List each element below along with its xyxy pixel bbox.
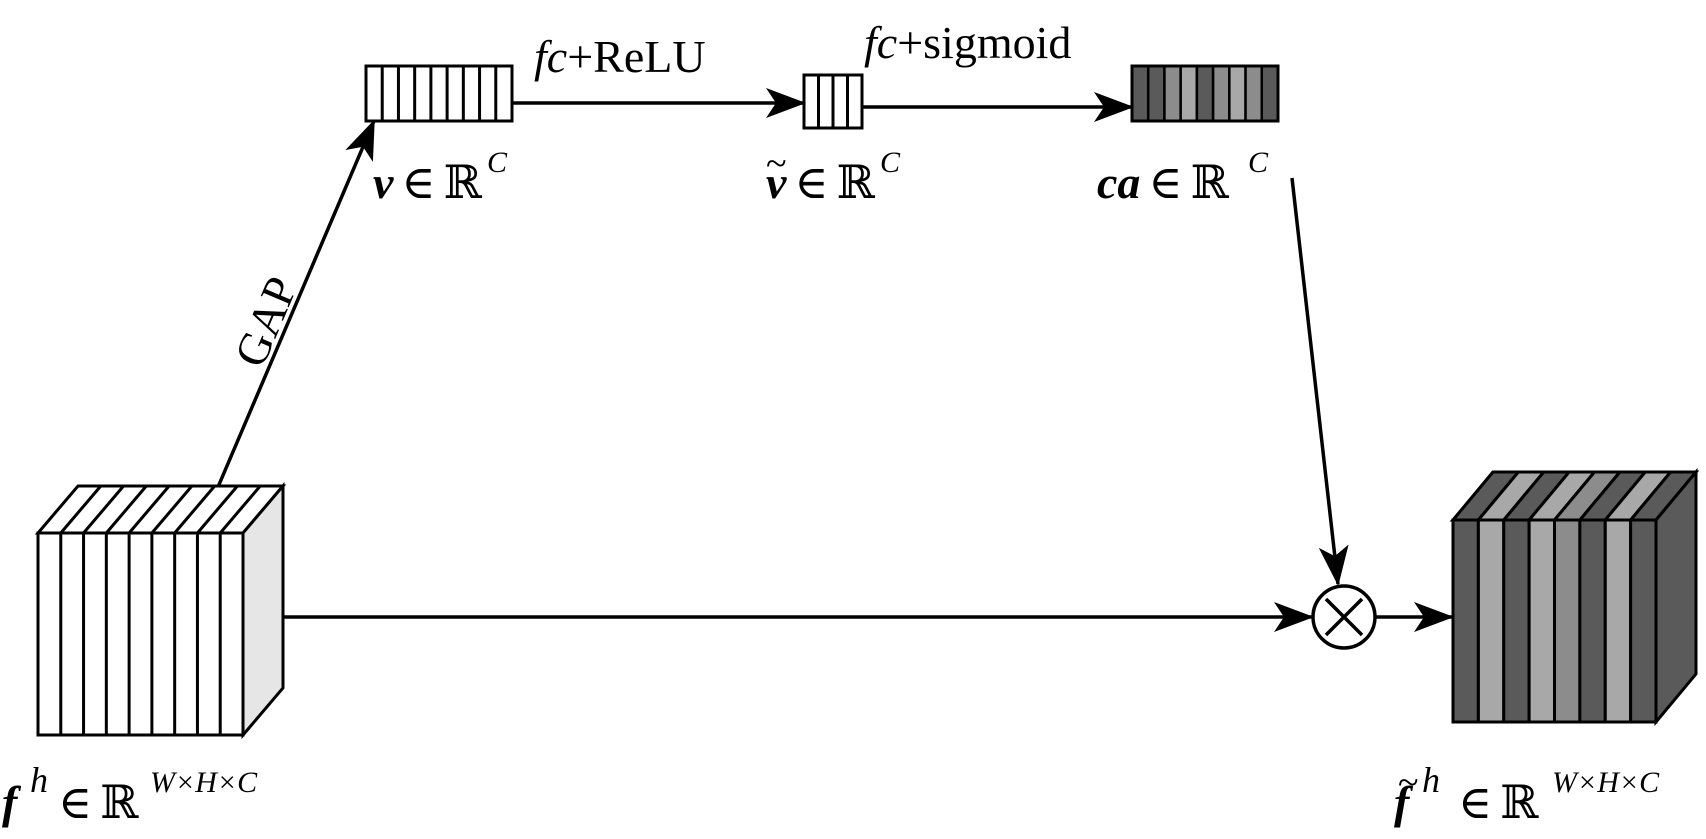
svg-text:~: ~ (1398, 762, 1419, 804)
svg-text:∈ℝ: ∈ℝ (58, 777, 139, 828)
vector-v-bar (364, 64, 514, 123)
v-formula: v∈ℝ C (373, 146, 508, 208)
multiply-node (1311, 584, 1377, 650)
fc-sigmoid-label: fc+sigmoid (864, 17, 1071, 68)
input-cube-top (34, 484, 287, 535)
vector-ca-bar (1130, 64, 1280, 123)
svg-text:C: C (1248, 146, 1269, 179)
v-tilde-formula: ~ v∈ℝ C (766, 143, 901, 208)
svg-text:ca∈ℝ: ca∈ℝ (1097, 157, 1229, 208)
svg-text:W×H×C: W×H×C (150, 766, 258, 799)
ca-to-multiply-arrow (1290, 177, 1349, 586)
svg-text:C: C (880, 146, 901, 179)
input-formula: f h ∈ℝ W×H×C (2, 760, 258, 828)
svg-text:C: C (487, 146, 508, 179)
input-cube-front (36, 531, 245, 737)
svg-text:f: f (1394, 777, 1414, 828)
input-feature-cube (34, 481, 287, 740)
output-cube-top-stripes (1449, 470, 1700, 522)
svg-text:∈ℝ: ∈ℝ (1458, 777, 1539, 828)
vector-v-tilde-bar (802, 73, 864, 130)
output-cube-front-stripes (1451, 518, 1658, 724)
svg-text:v∈ℝ: v∈ℝ (373, 157, 482, 208)
fc-relu-label: fc+ReLU (534, 31, 706, 82)
svg-text:h: h (30, 760, 48, 800)
input-cube-front-stripes (59, 533, 222, 735)
output-feature-cube (1449, 467, 1700, 727)
gap-arrow (216, 119, 376, 488)
svg-text:f: f (2, 777, 22, 828)
ca-formula: ca∈ℝ C (1097, 146, 1269, 208)
svg-text:~: ~ (766, 143, 787, 185)
gap-label: GAP (224, 269, 307, 374)
input-cube-top-stripes (59, 485, 262, 534)
svg-text:W×H×C: W×H×C (1552, 766, 1660, 799)
output-formula: ~ f h ∈ℝ W×H×C (1394, 760, 1660, 828)
svg-text:v∈ℝ: v∈ℝ (766, 157, 875, 208)
svg-text:h: h (1422, 760, 1440, 800)
